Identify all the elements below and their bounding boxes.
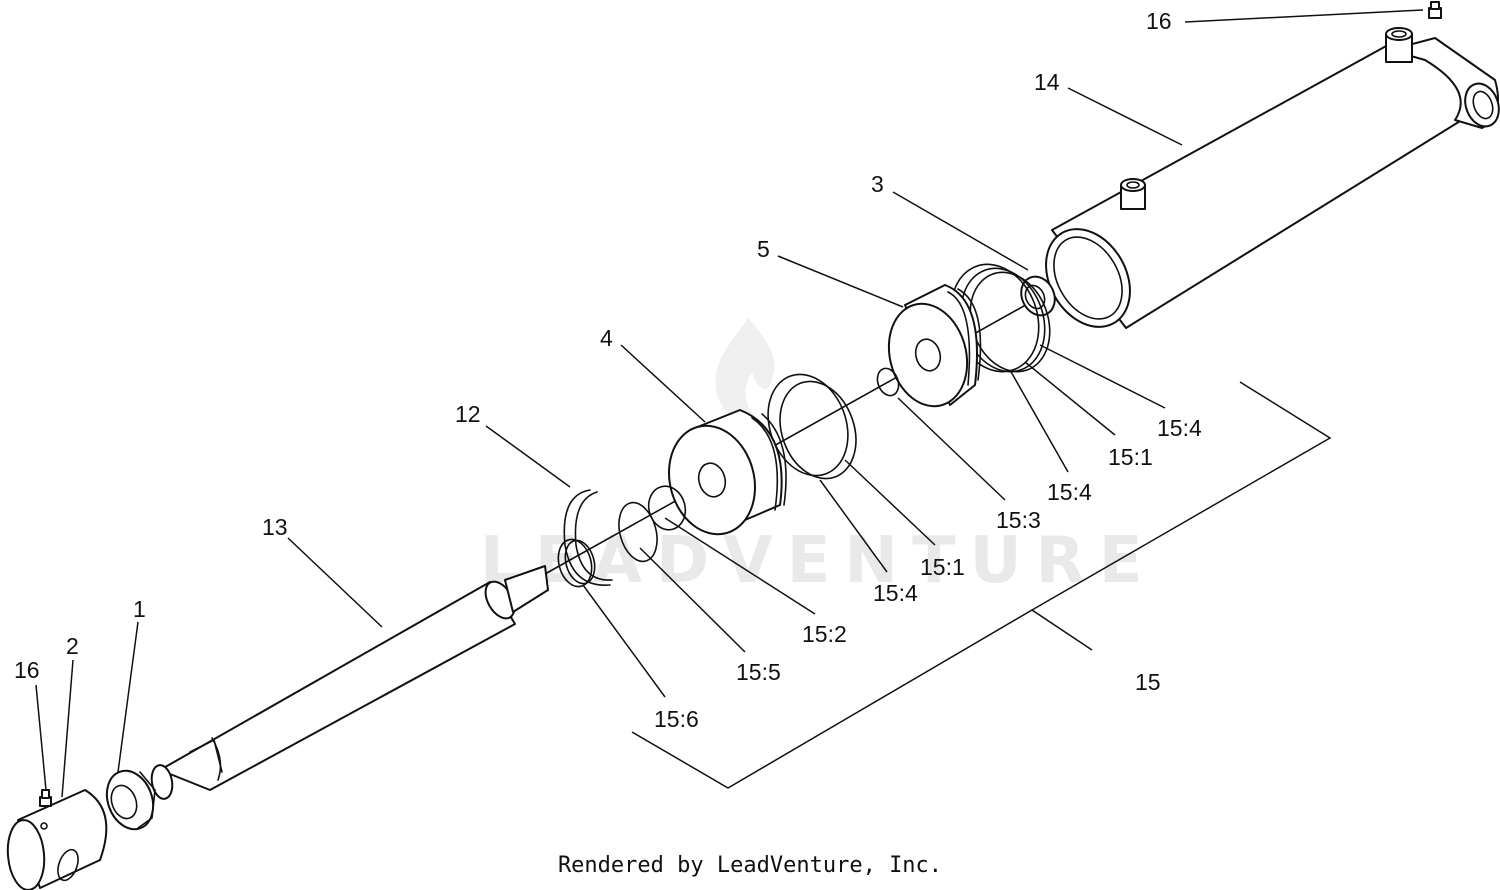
part-2-rod-end xyxy=(6,789,108,890)
callout-3: 3 xyxy=(871,171,884,197)
part-5-piston xyxy=(887,284,982,408)
footer-credit: Rendered by LeadVenture, Inc. xyxy=(557,853,943,878)
callout-15-3: 15:3 xyxy=(996,507,1041,533)
callout-15-4-a: 15:4 xyxy=(1157,415,1202,441)
callout-2: 2 xyxy=(66,633,79,659)
callout-5: 5 xyxy=(757,236,770,262)
callout-15-6: 15:6 xyxy=(654,706,699,732)
part-15-2-seal xyxy=(618,501,658,563)
part-15-6-wiper xyxy=(557,538,593,588)
callout-labels: 16 14 3 5 4 12 13 1 2 16 15:4 15:1 15:4 … xyxy=(14,8,1202,732)
callout-4: 4 xyxy=(600,325,613,351)
callout-13: 13 xyxy=(262,514,288,540)
callout-16-top: 16 xyxy=(1146,8,1172,34)
callout-12: 12 xyxy=(455,401,481,427)
callout-14: 14 xyxy=(1034,69,1060,95)
callout-15-4-c: 15:4 xyxy=(873,580,918,606)
callout-1: 1 xyxy=(133,596,146,622)
callout-15: 15 xyxy=(1135,669,1161,695)
part-14-cylinder-barrel xyxy=(1045,27,1500,329)
watermark: LEADVENTURE xyxy=(480,318,1143,598)
part-16-grease-fitting-top xyxy=(1428,1,1442,19)
callout-15-2: 15:2 xyxy=(802,621,847,647)
callout-16-bottom: 16 xyxy=(14,657,40,683)
part-16-grease-fitting-bottom xyxy=(39,789,52,807)
part-1-jam-nut xyxy=(105,769,156,831)
leader-lines xyxy=(35,9,1424,798)
part-15-3-o-ring xyxy=(876,367,900,397)
part-13-piston-rod xyxy=(150,565,549,800)
part-4-gland xyxy=(668,409,787,536)
callout-15-1-b: 15:1 xyxy=(920,554,965,580)
part-15-5-seal xyxy=(647,485,687,531)
callout-15-1-a: 15:1 xyxy=(1108,444,1153,470)
callout-15-5: 15:5 xyxy=(736,659,781,685)
callout-15-4-b: 15:4 xyxy=(1047,479,1092,505)
part-12-retaining-ring xyxy=(563,489,613,586)
